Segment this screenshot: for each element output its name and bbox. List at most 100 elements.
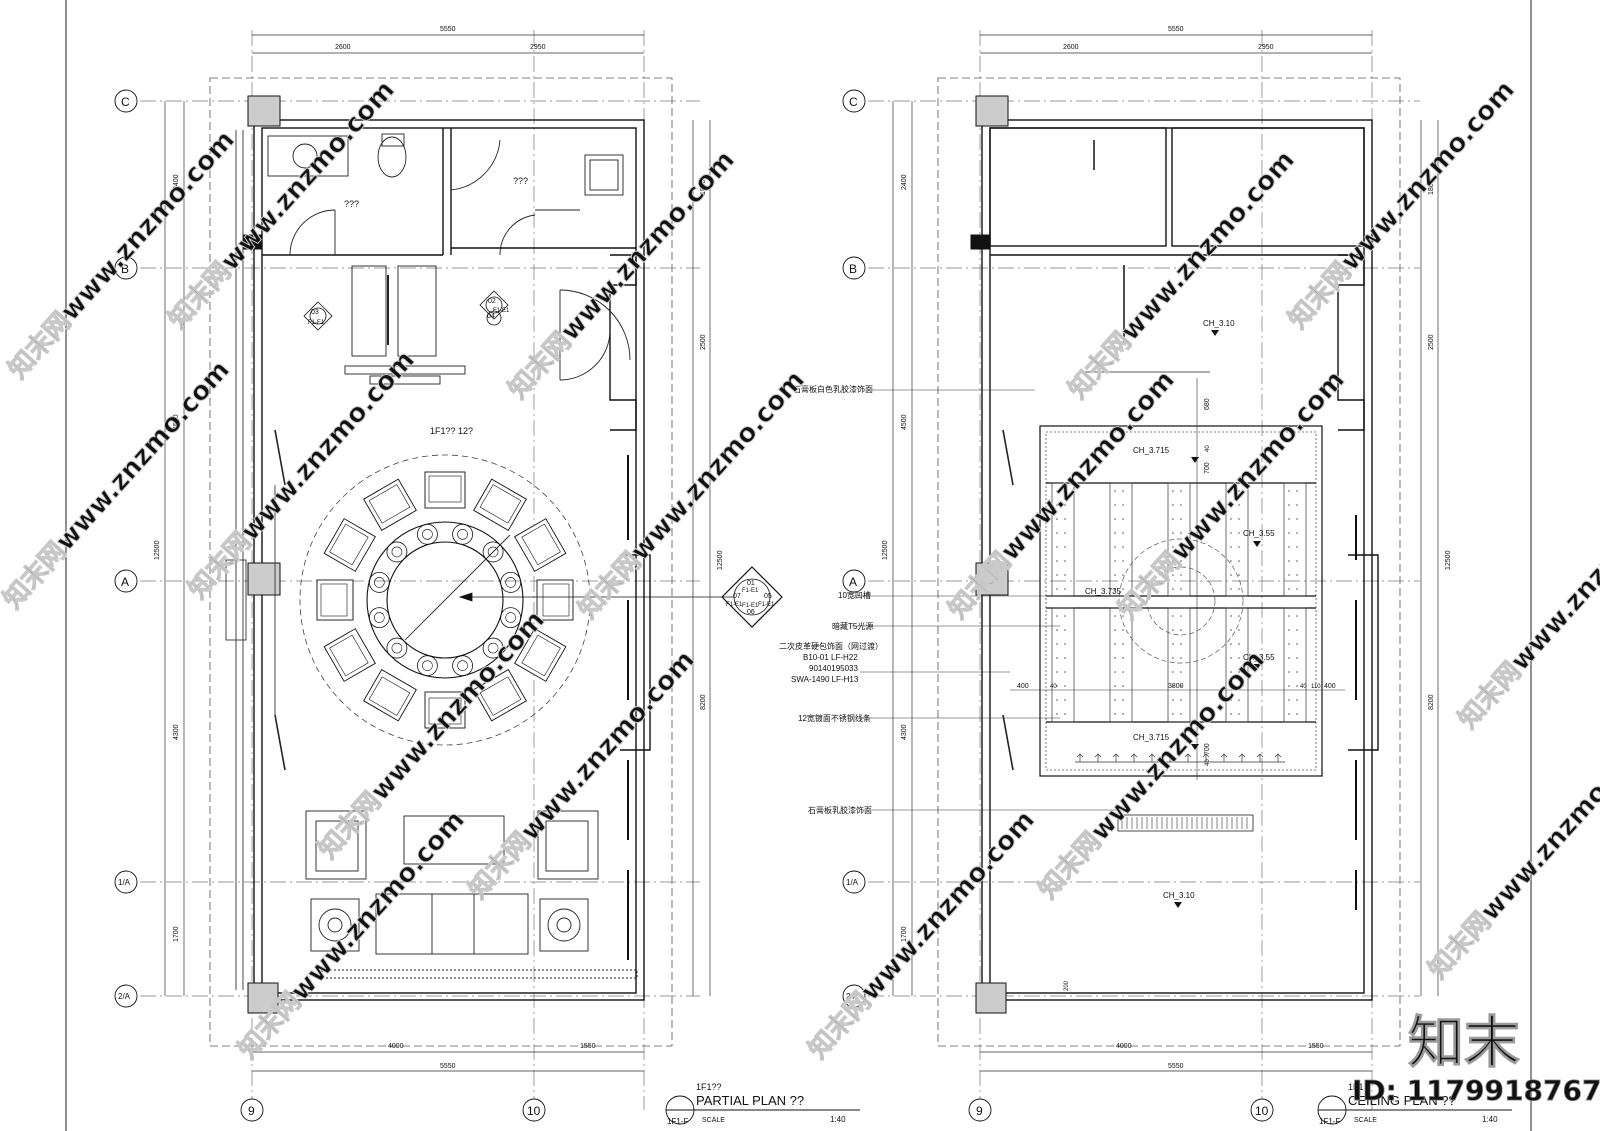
leather-panel — [1109, 607, 1133, 723]
panel-texture-dot — [1296, 713, 1298, 715]
dining-chair — [323, 628, 376, 682]
center-tag-ref-d: F1-E1 — [726, 602, 743, 608]
tray-dim-700b: 700 — [1204, 743, 1211, 755]
panel-texture-dot — [1288, 504, 1290, 506]
sideboard — [344, 265, 466, 385]
panel-texture-dot — [1230, 713, 1232, 715]
ceiling-plan: CH_3.10 CH_3.715 CH_3.55 CH_3.735 CH_3.5… — [779, 26, 1512, 1126]
panel-texture-dot — [1056, 699, 1058, 701]
panel-texture-dot — [1296, 629, 1298, 631]
dining-chair — [363, 478, 417, 531]
panel-texture-dot — [1288, 532, 1290, 534]
panel-texture-dot — [1180, 588, 1182, 590]
panel-texture-dot — [1122, 560, 1124, 562]
panel-texture-dot — [1056, 657, 1058, 659]
place-setting — [482, 637, 504, 659]
dim-left-3: 4300 — [173, 724, 180, 740]
ceiling-note-leather: 二次皮革硬包饰面（网过渡） — [779, 641, 883, 651]
panel-texture-dot — [1230, 546, 1232, 548]
plan-window-left — [225, 130, 247, 990]
panel-texture-dot — [1064, 685, 1066, 687]
ceiling-note-steel: 12宽镀面不锈钢线条 — [798, 713, 871, 723]
panel-texture-dot — [1172, 629, 1174, 631]
panel-texture-dot — [1288, 699, 1290, 701]
ceiling-grid-A: A — [849, 575, 857, 589]
plan-title-block — [665, 1095, 860, 1125]
dim-right-1: 1800 — [700, 179, 707, 195]
plan-dimension-lines — [164, 34, 711, 1072]
ceiling-height-inner-1: CH_3.55 — [1243, 529, 1275, 538]
leather-panel — [1109, 482, 1133, 597]
panel-texture-dot — [1122, 518, 1124, 520]
lazy-susan — [386, 541, 504, 659]
ceiling-dim-left-total: 12500 — [882, 540, 889, 560]
panel-texture-dot — [1114, 615, 1116, 617]
panel-texture-dot — [1056, 713, 1058, 715]
panel-texture-dot — [1122, 574, 1124, 576]
section-tag-ref-b: F1-E1 — [308, 320, 325, 326]
dining-chair — [473, 478, 527, 531]
panel-texture-dot — [1122, 504, 1124, 506]
panel-texture-dot — [1114, 699, 1116, 701]
led-arrow — [1130, 753, 1138, 762]
panel-texture-dot — [1056, 588, 1058, 590]
led-arrow — [1094, 753, 1102, 762]
panel-texture-dot — [1296, 657, 1298, 659]
ceiling-dim-bottom-left: 4000 — [1116, 1043, 1132, 1050]
leather-panel — [1225, 607, 1249, 723]
ceiling-title-prefix: 1F1 — [1348, 1082, 1364, 1092]
panel-texture-dot — [1064, 588, 1066, 590]
panel-texture-dot — [1122, 699, 1124, 701]
place-setting — [417, 655, 438, 677]
ceiling-note-t5: 暗藏T5光源 — [832, 621, 873, 631]
ceiling-height-inner-2: CH_3.55 — [1243, 653, 1275, 662]
watermark-text: 知末网www.znzmo.com — [3, 125, 241, 385]
panel-texture-dot — [1238, 588, 1240, 590]
led-arrow — [1220, 753, 1228, 762]
plan-sheet-ref: 1F1-F — [667, 1117, 688, 1126]
panel-texture-dot — [1230, 685, 1232, 687]
plan-grid-A: A — [121, 575, 129, 589]
ceiling-scale-label: SCALE — [1354, 1117, 1377, 1124]
ceiling-height-mid: CH_3.735 — [1085, 587, 1122, 596]
place-setting — [386, 541, 408, 563]
panel-texture-dot — [1122, 490, 1124, 492]
panel-texture-dot — [1122, 629, 1124, 631]
watermark-text: 知末网www.znzmo.com — [1283, 75, 1521, 335]
dim-right-3: 8200 — [700, 694, 707, 710]
panel-texture-dot — [1230, 629, 1232, 631]
ceiling-height-bottom: CH_3.10 — [1163, 891, 1195, 900]
panel-texture-dot — [1122, 713, 1124, 715]
panel-texture-dot — [1288, 685, 1290, 687]
watermark-text: 知末网www.znzmo.com — [163, 75, 401, 335]
dining-chair — [363, 669, 417, 722]
ceiling-height-tray-bottom: CH_3.715 — [1133, 733, 1170, 742]
dining-table-group — [299, 454, 591, 746]
ceiling-dim-right-1: 1800 — [1428, 179, 1435, 195]
panel-texture-dot — [1180, 699, 1182, 701]
tray-dim-40-left: 40 — [1050, 684, 1057, 690]
panel-texture-dot — [1230, 643, 1232, 645]
dining-table-top — [366, 521, 524, 679]
tray-dim-3800: 3800 — [1168, 683, 1184, 690]
ceiling-dim-left-3: 4300 — [901, 724, 908, 740]
ceiling-walls — [981, 119, 1379, 1001]
panel-texture-dot — [1122, 643, 1124, 645]
panel-texture-dot — [1180, 713, 1182, 715]
panel-texture-dot — [1172, 560, 1174, 562]
panel-texture-dot — [1056, 560, 1058, 562]
ceiling-leaders — [852, 389, 1120, 811]
plan-boundary-dashed — [209, 77, 673, 1047]
panel-texture-dot — [1064, 699, 1066, 701]
ceiling-dim-top-right: 2950 — [1258, 44, 1274, 51]
panel-texture-dot — [1238, 699, 1240, 701]
panel-texture-dot — [1230, 699, 1232, 701]
plan-scale: 1:40 — [830, 1115, 846, 1124]
ceiling-screens — [1002, 140, 1210, 771]
ceiling-dim-overall-top: 5550 — [1168, 26, 1184, 33]
panel-texture-dot — [1230, 518, 1232, 520]
panel-texture-dot — [1064, 504, 1066, 506]
panel-texture-dot — [1114, 574, 1116, 576]
panel-texture-dot — [1122, 546, 1124, 548]
tray-dim-40-right: 40 — [1300, 684, 1307, 690]
